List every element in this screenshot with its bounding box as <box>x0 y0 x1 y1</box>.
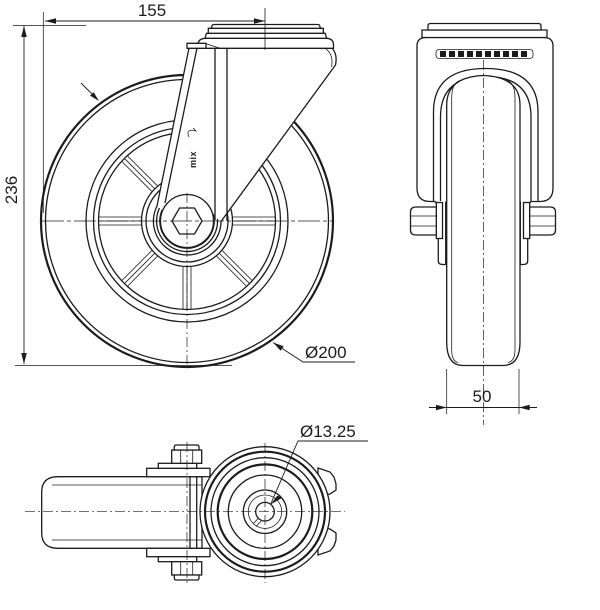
dimension-bolt-hole: Ø13.25 <box>270 422 368 505</box>
mount-plate-front <box>186 23 335 49</box>
bolt-hole-label: Ø13.25 <box>300 422 356 441</box>
axle-bolt-bottom <box>146 547 211 581</box>
tire-leader-arrow <box>80 82 99 101</box>
centerlines-front <box>42 8 334 364</box>
bottom-view <box>25 442 345 584</box>
dimension-overall-height: 236 <box>2 25 232 366</box>
centerlines-bottom <box>25 442 345 584</box>
overall-height-label: 236 <box>2 176 21 204</box>
axle-bolt-top <box>146 444 211 478</box>
wheel-side <box>446 74 521 367</box>
wheel-bottom <box>41 476 203 549</box>
dimension-offset-width: 155 <box>42 1 265 213</box>
tread-width-label: 50 <box>473 387 492 406</box>
axle-nut-left <box>409 201 444 240</box>
offset-width-label: 155 <box>138 1 166 20</box>
wheel-diameter-label: Ø200 <box>305 343 347 362</box>
mount-plate-side <box>421 22 548 39</box>
dimension-tread-width: 50 <box>429 369 537 414</box>
brand-logo-text: mix <box>188 151 198 168</box>
dimension-wheel-diameter: Ø200 <box>272 342 355 363</box>
brand-logo: mix <box>187 127 198 168</box>
axle-nut-right <box>522 201 557 240</box>
bearing-race <box>435 49 534 59</box>
side-view <box>409 22 557 425</box>
front-view: mix <box>39 8 337 369</box>
